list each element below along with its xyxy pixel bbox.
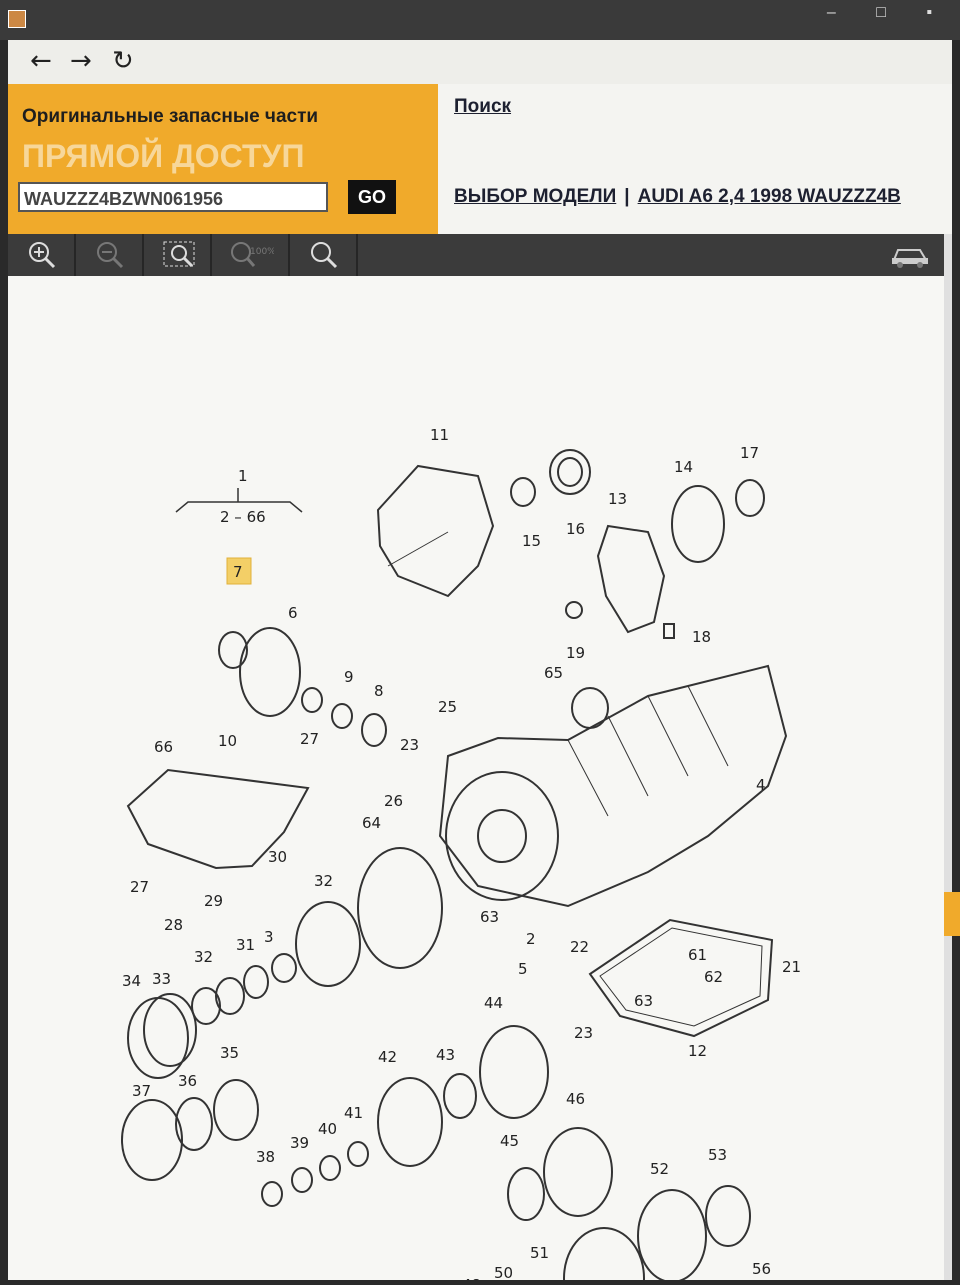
callout: 31 <box>236 936 255 954</box>
callout: 41 <box>344 1104 363 1122</box>
zoom-in-icon <box>29 242 56 269</box>
diagram-toolbar: 100% <box>8 234 944 276</box>
callout: 23 <box>400 736 419 754</box>
callout: 18 <box>692 628 711 646</box>
zoom-out-button[interactable] <box>76 234 144 276</box>
brand-line1: Оригинальные запасные части <box>22 106 319 127</box>
arrow-left-icon[interactable]: ← <box>30 46 52 76</box>
callout: 14 <box>674 458 693 476</box>
arrow-right-icon[interactable]: → <box>70 46 92 76</box>
zoom-100-button[interactable]: 100% <box>212 234 290 276</box>
callout: 4 <box>756 776 766 794</box>
zoom-area-button[interactable] <box>144 234 212 276</box>
callout: 12 <box>688 1042 707 1060</box>
callout: 61 <box>688 946 707 964</box>
window-controls[interactable]: – □ ▪ <box>826 4 950 21</box>
exploded-diagram: 1 2 – 66 7 11 15 16 13 14 17 19 18 6 27 … <box>121 426 801 1285</box>
brand-line2: ПРЯМОЙ ДОСТУП <box>22 138 305 174</box>
zoom-100-label: 100% <box>250 247 274 257</box>
callout: 5 <box>518 960 528 978</box>
callout: 66 <box>154 738 173 756</box>
callout: 50 <box>494 1264 513 1280</box>
breadcrumb: ВЫБОР МОДЕЛИ | AUDI A6 2,4 1998 WAUZZZ4B <box>454 186 901 208</box>
callout: 16 <box>566 520 585 538</box>
page: ← → ↻ Оригинальные запасные части ПРЯМОЙ… <box>8 40 960 1285</box>
callout: 45 <box>500 1132 519 1150</box>
callout: 53 <box>708 1146 727 1164</box>
crumb-separator: | <box>624 186 630 207</box>
callout: 32 <box>194 948 213 966</box>
callout: 26 <box>384 792 403 810</box>
callout: 62 <box>704 968 723 986</box>
callout: 13 <box>608 490 627 508</box>
crumb-vehicle[interactable]: AUDI A6 2,4 1998 WAUZZZ4B <box>637 186 901 207</box>
callout: 44 <box>484 994 503 1012</box>
callout: 37 <box>132 1082 151 1100</box>
callout: 46 <box>566 1090 585 1108</box>
callout: 39 <box>290 1134 309 1152</box>
callout: 35 <box>220 1044 239 1062</box>
callout-group: 1 <box>238 467 248 485</box>
callout: 3 <box>264 928 274 946</box>
callout: 52 <box>650 1160 669 1178</box>
callout: 65 <box>544 664 563 682</box>
callout: 43 <box>436 1046 455 1064</box>
zoom-area-icon <box>163 241 195 268</box>
callout: 63 <box>634 992 653 1010</box>
side-panel-tab[interactable] <box>944 892 960 936</box>
window-titlebar: – □ ▪ <box>0 0 960 40</box>
callout: 38 <box>256 1148 275 1166</box>
callout: 6 <box>288 604 298 622</box>
search-button[interactable] <box>290 234 358 276</box>
parts-diagram[interactable]: 1 2 – 66 7 11 15 16 13 14 17 19 18 6 27 … <box>8 276 944 1285</box>
search-link[interactable]: Поиск <box>454 96 512 117</box>
callout: 27 <box>300 730 319 748</box>
callout: 30 <box>268 848 287 866</box>
callout: 23 <box>574 1024 593 1042</box>
callout: 29 <box>204 892 223 910</box>
zoom-in-button[interactable] <box>8 234 76 276</box>
callout: 28 <box>164 916 183 934</box>
callout: 8 <box>374 682 384 700</box>
browser-nav: ← → ↻ <box>8 40 952 84</box>
vin-input[interactable]: WAUZZZ4BZWN061956 <box>18 182 328 212</box>
callout-range: 2 – 66 <box>220 508 266 526</box>
app-icon <box>8 10 26 28</box>
callout: 17 <box>740 444 759 462</box>
callout: 34 <box>122 972 141 990</box>
callout: 32 <box>314 872 333 890</box>
callout: 25 <box>438 698 457 716</box>
callout: 36 <box>178 1072 197 1090</box>
callout: 15 <box>522 532 541 550</box>
search-icon <box>311 242 338 269</box>
callout: 40 <box>318 1120 337 1138</box>
crumb-model-select[interactable]: ВЫБОР МОДЕЛИ <box>454 186 617 207</box>
callout: 11 <box>430 426 449 444</box>
callout: 2 <box>526 930 536 948</box>
callout-7-highlighted: 7 <box>233 563 243 581</box>
callout: 10 <box>218 732 237 750</box>
callout: 21 <box>782 958 801 976</box>
reload-icon[interactable]: ↻ <box>112 46 134 76</box>
callout: 56 <box>752 1260 771 1278</box>
callout: 64 <box>362 814 381 832</box>
callout: 48 <box>462 1276 481 1280</box>
scrollbar[interactable] <box>944 234 952 1280</box>
zoom-100-icon: 100% <box>231 242 274 267</box>
callout: 19 <box>566 644 585 662</box>
callout: 27 <box>130 878 149 896</box>
callout: 42 <box>378 1048 397 1066</box>
callout: 63 <box>480 908 499 926</box>
car-icon[interactable] <box>890 242 930 268</box>
brand-header: Оригинальные запасные части ПРЯМОЙ ДОСТУ… <box>8 84 438 234</box>
callout: 33 <box>152 970 171 988</box>
zoom-out-icon <box>97 242 124 269</box>
go-button[interactable]: GO <box>348 180 396 214</box>
callout: 22 <box>570 938 589 956</box>
callout: 9 <box>344 668 354 686</box>
callout: 51 <box>530 1244 549 1262</box>
